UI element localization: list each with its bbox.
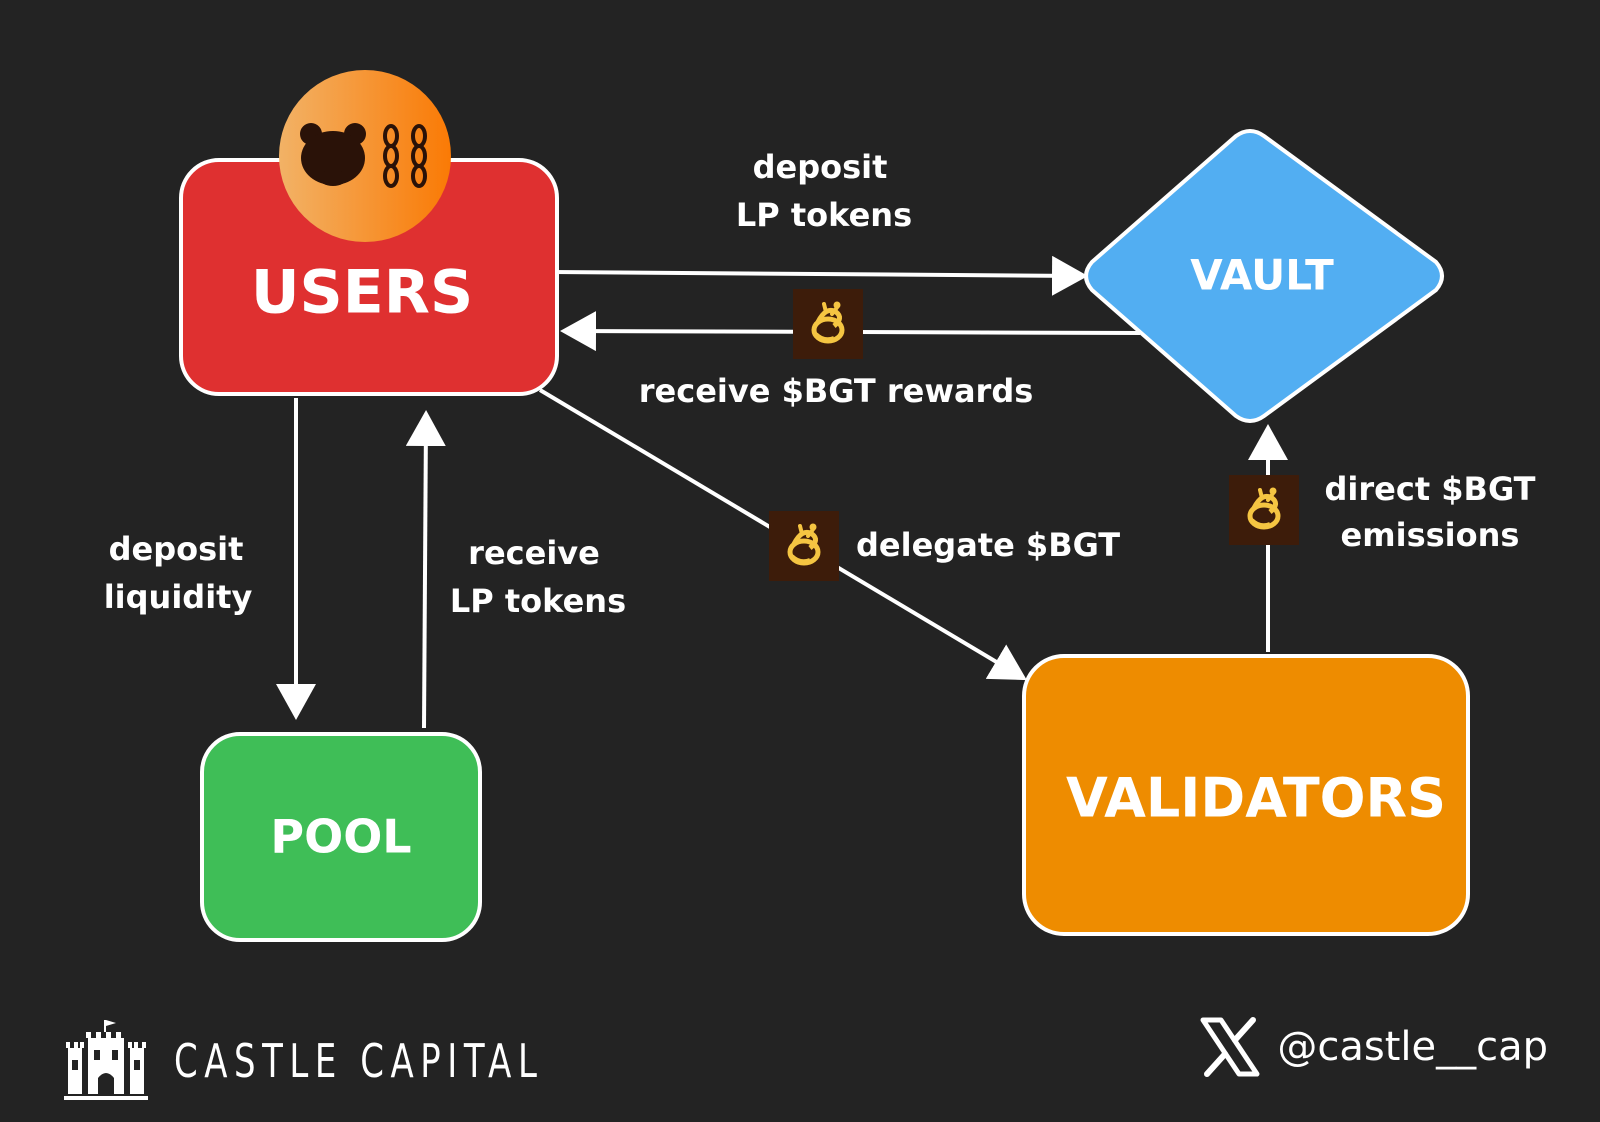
receive-bgt-label: receive $BGT rewards — [639, 372, 1034, 410]
handle-text[interactable]: @castle__cap — [1277, 1024, 1548, 1070]
receive-lp-label-line2: LP tokens — [450, 582, 626, 620]
x-logo-icon — [1200, 1017, 1260, 1077]
deposit-lp-label-line2: LP tokens — [736, 196, 912, 234]
deposit-liquidity-label-line1: deposit — [109, 530, 244, 568]
footer-brand: CASTLE CAPITAL — [64, 1020, 625, 1102]
receive-lp-label-line1: receive — [468, 534, 600, 572]
deposit-lp-label-line1: deposit — [753, 148, 888, 186]
users-label: USERS — [251, 258, 473, 328]
bear-icon — [300, 123, 366, 186]
node-vault: VAULT — [1084, 129, 1444, 423]
deposit-liquidity-label-line2: liquidity — [104, 578, 253, 616]
node-users: USERS — [179, 158, 559, 396]
vault-label: VAULT — [1190, 251, 1334, 300]
castle-icon — [64, 1020, 148, 1100]
brand-name: CASTLE CAPITAL — [174, 1034, 544, 1088]
direct-bgt-label-line1: direct $BGT — [1325, 470, 1536, 508]
node-validators: VALIDATORS — [1022, 654, 1470, 936]
delegate-bgt-label: delegate $BGT — [856, 526, 1120, 564]
edge-deposit-lp — [551, 255, 1088, 296]
bee-token-icon — [1229, 475, 1299, 545]
social-handle[interactable]: @castle__cap — [1199, 1016, 1548, 1078]
users-avatar — [279, 70, 451, 242]
pool-label: POOL — [270, 810, 411, 864]
chain-icon — [383, 124, 427, 188]
bee-token-icon — [769, 511, 839, 581]
validators-label: VALIDATORS — [1066, 767, 1446, 830]
node-pool: POOL — [200, 732, 482, 942]
edge-receive-lp — [405, 410, 446, 729]
direct-bgt-label-line2: emissions — [1341, 516, 1520, 554]
bee-token-icon — [793, 289, 863, 359]
